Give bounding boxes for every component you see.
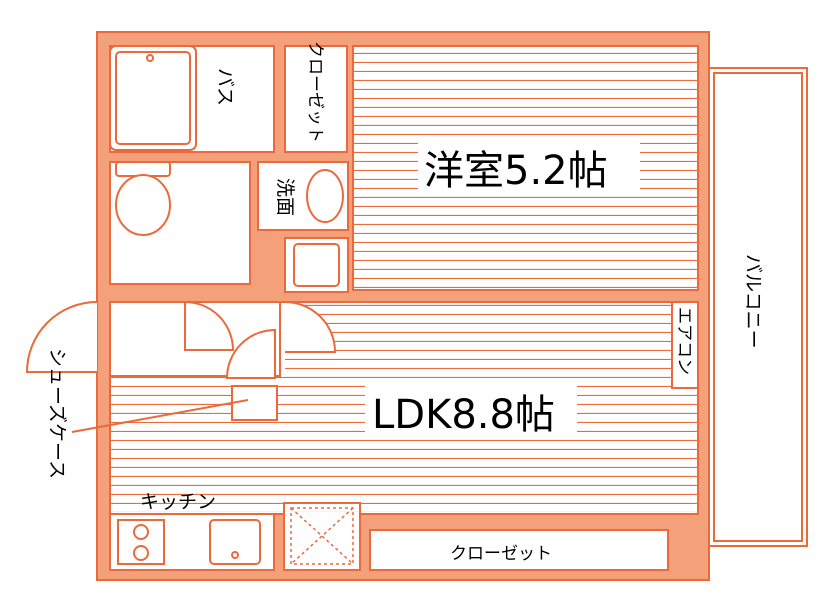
bathtub [109,45,197,151]
closet-small [284,45,348,153]
washroom-label: 洗面 [274,178,296,216]
entrance-door [25,301,98,373]
aircon-label: エアコン [674,307,694,375]
toilet-tank [115,161,171,177]
closet-large-box [369,529,669,571]
aircon-box [671,301,699,389]
bath-label: バス [214,68,236,106]
kitchen-sink [209,519,261,565]
inner-door-3 [284,301,337,353]
toilet-bowl [115,174,171,236]
ldk-floor-top [285,303,697,377]
washroom [257,161,349,231]
small-sink [293,243,340,287]
stove [117,519,165,565]
inner-door-2 [225,328,276,379]
ldk-label: LDK8.8帖 [372,392,555,438]
shoes-case-label: シューズケース [46,348,68,479]
fridge [290,507,354,565]
bath-room [109,45,275,153]
wash-basin [306,169,344,223]
inner-door-1 [184,300,235,351]
balcony-label: バルコニー [742,254,764,349]
kitchen-label: キッチン [140,491,216,513]
kitchen-counter [109,513,275,571]
shoes-case-pointer [71,399,249,433]
western-room-label: 洋室5.2帖 [424,148,608,194]
closet-small-label: クローゼット [305,41,325,143]
sink-box [284,237,349,293]
balcony [708,67,808,547]
closet-large-label: クローゼット [450,544,552,564]
